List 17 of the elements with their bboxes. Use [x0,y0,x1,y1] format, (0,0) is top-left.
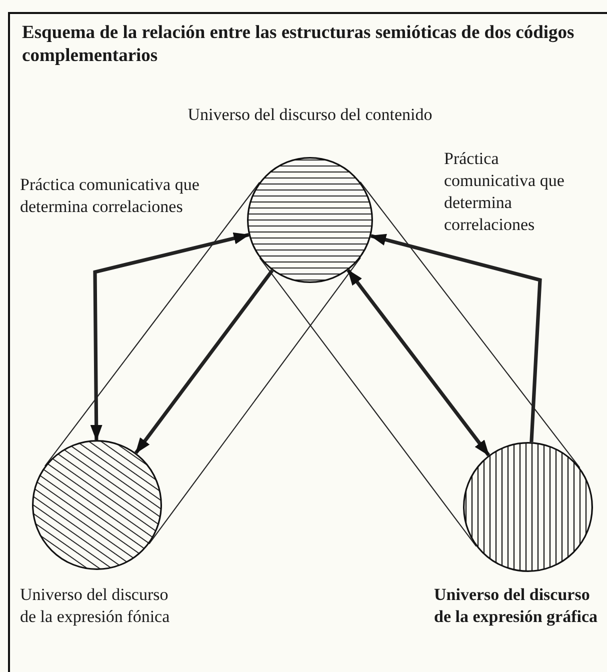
hatched-circle [32,440,162,570]
side-note: Práctica comunicativa que determina correlaciones [444,148,566,236]
connector-line [259,258,477,547]
circle-caption: Universo del discurso del contenido [186,104,434,126]
hatched-circle [463,442,593,572]
thick-arrow [90,232,250,441]
connector-line [44,182,260,466]
hatched-circle [247,157,373,283]
circle-caption: Universo del discurso de la expresión fónica [20,584,171,628]
circle-caption: Universo del discurso de la expresión gráfica [434,584,599,628]
diagram-title: Esquema de la relación entre las estructuras semióticas de dos códigos complementarios [22,22,576,68]
connector-line [360,182,580,468]
thick-arrow [370,234,542,442]
thick-arrow [134,269,274,454]
side-note: Práctica comunicativa que determina correlaciones [20,174,200,218]
thick-arrow [346,269,490,456]
connector-line [148,257,361,544]
